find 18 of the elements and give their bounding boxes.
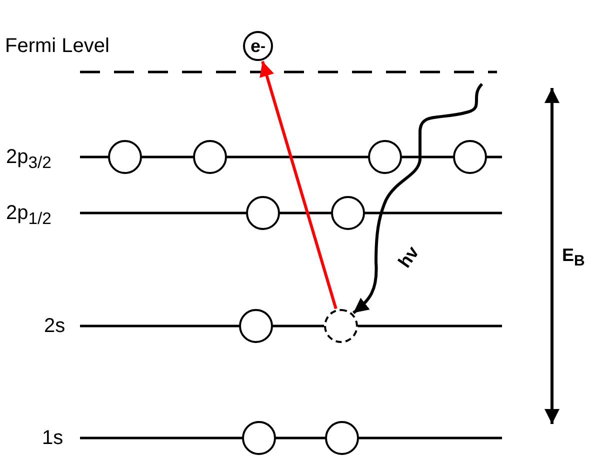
photon-arrow bbox=[352, 83, 484, 314]
electron-circle bbox=[368, 140, 402, 174]
electron-circle bbox=[246, 196, 280, 230]
electron-circle bbox=[242, 421, 276, 455]
level-label: 1s bbox=[42, 428, 64, 448]
level-label: 2p$_{3/2}$ bbox=[6, 147, 52, 172]
level-label: 2s bbox=[44, 316, 66, 336]
electron-circle bbox=[453, 140, 487, 174]
edge-label: hv bbox=[395, 243, 422, 271]
electron-circle bbox=[331, 196, 365, 230]
arrow bbox=[260, 60, 338, 310]
axis-label: E$_{B}$ bbox=[562, 246, 585, 269]
level-label: Fermi Level bbox=[5, 36, 110, 56]
electron-circle bbox=[325, 421, 359, 455]
electron-circle bbox=[239, 309, 273, 343]
electron-circle bbox=[193, 140, 227, 174]
electron-circle bbox=[108, 140, 142, 174]
level-label: 2p$_{1/2}$ bbox=[6, 203, 52, 228]
